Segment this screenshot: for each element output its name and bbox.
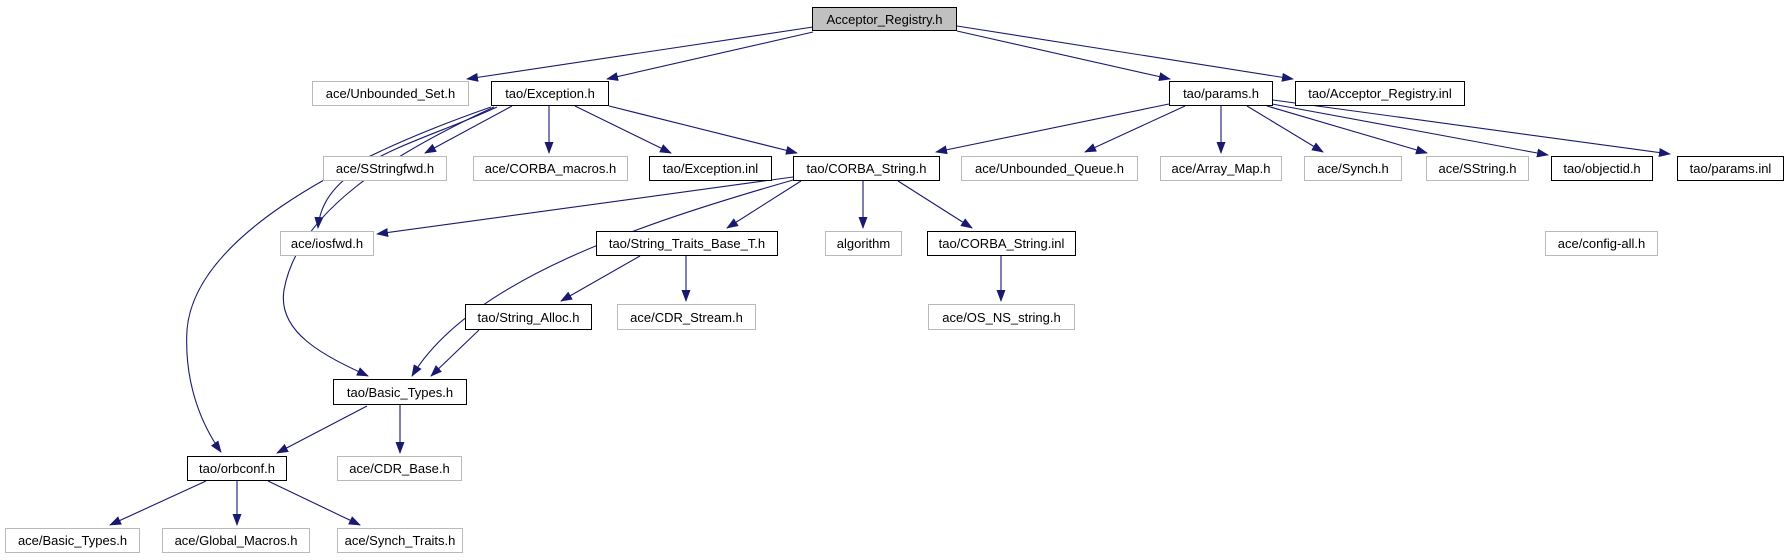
edge-tao-exception-h--tao-orbconf-h	[186, 106, 492, 453]
edge-tao-corba-string-h--ace-iosfwd-h	[376, 176, 794, 237]
node-tao-orbconf-h[interactable]: tao/orbconf.h	[187, 456, 287, 481]
node-tao-basic-types-h[interactable]: tao/Basic_Types.h	[333, 379, 467, 405]
node-ace-unbounded-set-h: ace/Unbounded_Set.h	[312, 81, 469, 106]
edge-tao-orbconf-h--ace-synch-traits-h	[267, 480, 361, 526]
node-ace-array-map-h: ace/Array_Map.h	[1160, 156, 1282, 181]
edge-tao-params-h--ace-unbounded-queue-h	[1084, 105, 1186, 153]
edge-tao-exception-h--ace-sstringfwd-h	[424, 105, 513, 154]
edge-tao-exception-h--tao-corba-string-h	[608, 105, 798, 155]
node-ace-synch-traits-h: ace/Synch_Traits.h	[337, 528, 463, 553]
node-ace-sstringfwd-h: ace/SStringfwd.h	[323, 156, 447, 181]
edge-tao-orbconf-h--ace-basic-types-h	[109, 480, 207, 526]
edge-tao-exception-h--tao-exception-inl	[574, 105, 672, 154]
node-ace-basic-types-h: ace/Basic_Types.h	[5, 528, 140, 553]
edge-tao-string-alloc-h--tao-basic-types-h	[430, 329, 480, 377]
node-ace-config-all-h: ace/config-all.h	[1545, 231, 1658, 256]
edge-tao-params-h--ace-synch-h	[1246, 105, 1324, 153]
node-acceptor-registry-h: Acceptor_Registry.h	[812, 7, 957, 31]
node-tao-objectid-h[interactable]: tao/objectid.h	[1551, 156, 1653, 181]
edge-tao-corba-string-h--tao-corba-string-inl	[897, 180, 973, 229]
edge-tao-params-h--tao-params-inl	[1272, 99, 1671, 157]
node-tao-params-h[interactable]: tao/params.h	[1169, 81, 1273, 106]
node-ace-os-ns-string-h: ace/OS_NS_string.h	[928, 304, 1075, 330]
edge-acceptor-registry-h--tao-acceptor-registry-inl	[956, 25, 1294, 82]
node-ace-cdr-base-h: ace/CDR_Base.h	[337, 456, 462, 481]
node-tao-params-inl[interactable]: tao/params.inl	[1677, 156, 1784, 181]
edge-tao-params-h--ace-sstring-h	[1266, 105, 1428, 155]
edge-tao-string-traits-base-t-h--tao-string-alloc-h	[560, 255, 641, 302]
node-ace-global-macros-h: ace/Global_Macros.h	[162, 528, 310, 553]
node-tao-string-traits-base-t-h[interactable]: tao/String_Traits_Base_T.h	[596, 231, 778, 256]
node-tao-corba-string-inl[interactable]: tao/CORBA_String.inl	[927, 231, 1076, 256]
edge-tao-exception-h--tao-basic-types-h	[282, 106, 495, 377]
node-ace-sstring-h: ace/SString.h	[1426, 156, 1529, 181]
node-tao-string-alloc-h[interactable]: tao/String_Alloc.h	[465, 304, 592, 330]
edge-tao-params-h--tao-corba-string-h	[935, 103, 1170, 155]
node-algorithm: algorithm	[825, 231, 902, 256]
edge-acceptor-registry-h--tao-exception-h	[606, 31, 814, 81]
edge-tao-corba-string-h--tao-basic-types-h	[411, 179, 794, 377]
node-tao-exception-h[interactable]: tao/Exception.h	[491, 81, 609, 106]
node-ace-unbounded-queue-h: ace/Unbounded_Queue.h	[961, 156, 1138, 181]
node-tao-exception-inl[interactable]: tao/Exception.inl	[649, 156, 772, 181]
edge-tao-params-h--tao-objectid-h	[1271, 103, 1549, 158]
node-ace-corba-macros-h: ace/CORBA_macros.h	[473, 156, 628, 181]
node-ace-synch-h: ace/Synch.h	[1304, 156, 1402, 181]
edge-tao-basic-types-h--tao-orbconf-h	[276, 405, 368, 454]
edge-tao-corba-string-h--tao-string-traits-base-t-h	[726, 180, 802, 229]
node-ace-cdr-stream-h: ace/CDR_Stream.h	[617, 304, 756, 330]
node-tao-corba-string-h[interactable]: tao/CORBA_String.h	[793, 156, 940, 181]
edge-acceptor-registry-h--ace-unbounded-set-h	[466, 26, 814, 82]
node-tao-acceptor-registry-inl[interactable]: tao/Acceptor_Registry.inl	[1295, 81, 1465, 106]
edge-acceptor-registry-h--tao-params-h	[956, 30, 1171, 81]
node-ace-iosfwd-h: ace/iosfwd.h	[280, 231, 374, 256]
